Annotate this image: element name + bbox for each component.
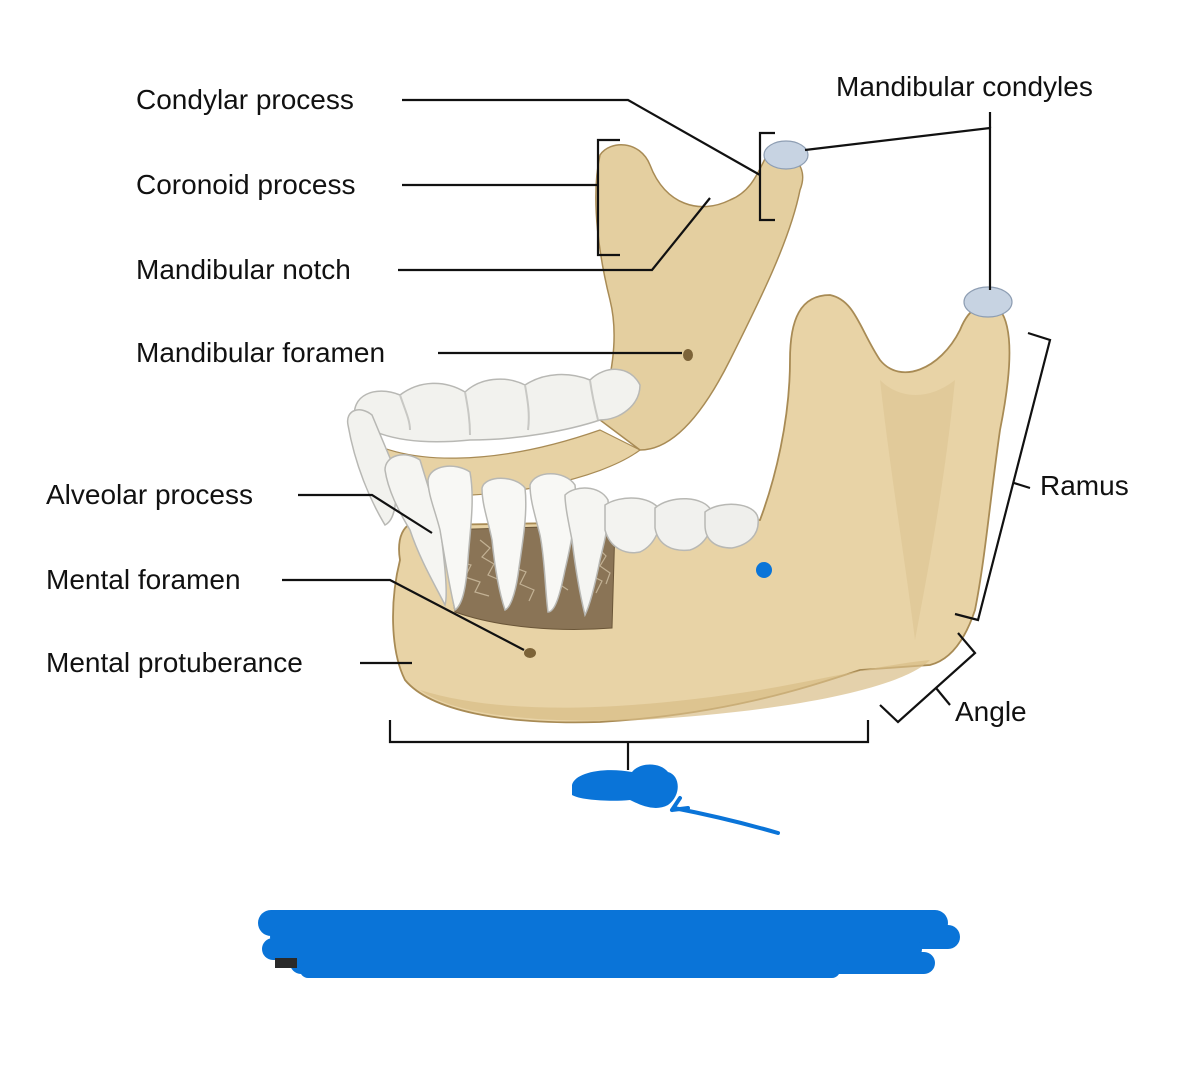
hand-drawn-arrow-icon xyxy=(672,798,778,833)
angle-label: Angle xyxy=(955,698,1027,726)
mandibular-notch-label: Mandibular notch xyxy=(136,256,351,284)
mandibular-condyles-label: Mandibular condyles xyxy=(836,73,1093,101)
mental-protuberance-label: Mental protuberance xyxy=(46,649,303,677)
mental-foramen-hole xyxy=(524,648,536,658)
ramus-label: Ramus xyxy=(1040,472,1129,500)
blue-dot-marker xyxy=(756,562,772,578)
alveolar-process-label: Alveolar process xyxy=(46,481,253,509)
mandibular-foramen-label: Mandibular foramen xyxy=(136,339,385,367)
blue-scribble-blob xyxy=(572,765,678,808)
far-condyle-cap xyxy=(764,141,808,169)
mandibular-foramen-hole xyxy=(683,349,693,361)
mental-foramen-label: Mental foramen xyxy=(46,566,241,594)
blue-marker-redaction xyxy=(258,910,960,978)
near-condyle-cap xyxy=(964,287,1012,317)
condylar-process-label: Condylar process xyxy=(136,86,354,114)
coronoid-process-label: Coronoid process xyxy=(136,171,355,199)
